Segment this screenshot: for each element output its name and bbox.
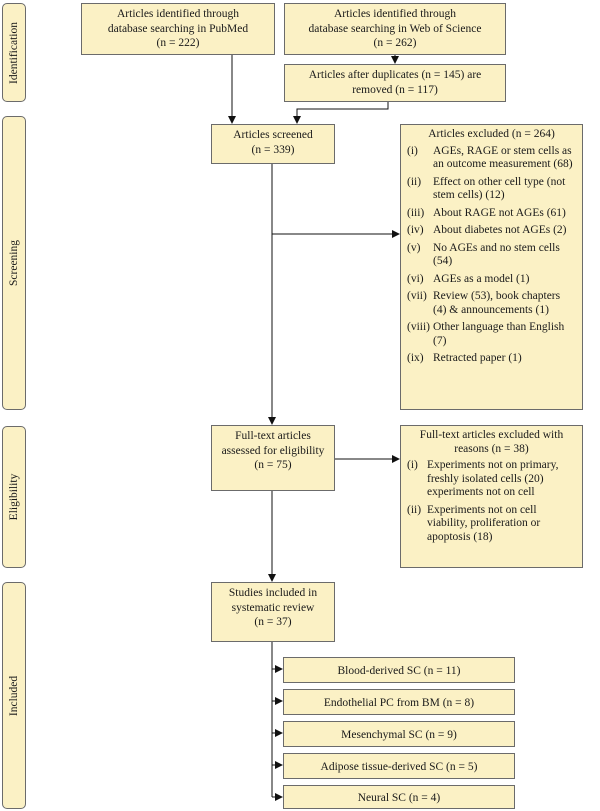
- fulltext-excluded-list: (i) Experiments not on primary, freshly i…: [407, 459, 576, 544]
- phase-label-screening: Screening: [2, 116, 26, 410]
- excluded-reason-number: (ii): [407, 503, 422, 516]
- excluded-reason-number: (v): [407, 241, 421, 254]
- excluded-reason-item: (viii)Other language than English (7): [407, 321, 576, 348]
- phase-label-included: Included: [2, 582, 26, 809]
- excluded-reason-item: (v) No AGEs and no stem cells (54): [407, 242, 576, 269]
- excluded-reason-text: About RAGE not AGEs (61): [433, 206, 566, 219]
- duplicates-removed-box: Articles after duplicates (n = 145) are …: [284, 64, 506, 102]
- excluded-reason-number: (iii): [407, 206, 425, 219]
- category-mesenchymal-sc: Mesenchymal SC (n = 9): [283, 721, 515, 747]
- excluded-reason-item: (i) AGEs, RAGE or stem cells as an outcom…: [407, 145, 576, 172]
- excluded-reason-item: (vii) Review (53), book chapters (4) & an…: [407, 290, 576, 317]
- excluded-reason-number: (i): [407, 144, 418, 157]
- excluded-reason-number: (i): [407, 459, 418, 471]
- excluded-reason-item: (iv) About diabetes not AGEs (2): [407, 224, 576, 238]
- excluded-reason-text: Experiments not on primary, freshly isol…: [427, 459, 559, 498]
- excluded-reason-item: (ii) Experiments not on cell viability, p…: [407, 504, 576, 545]
- excluded-reason-text: Retracted paper (1): [433, 352, 522, 364]
- excluded-reason-number: (ii): [407, 175, 422, 188]
- excluded-reason-text: Review (53), book chapters (4) & announc…: [433, 290, 561, 316]
- phase-label-identification: Identification: [2, 3, 26, 102]
- excluded-reason-item: (ix) Retracted paper (1): [407, 352, 576, 366]
- excluded-reason-text: About diabetes not AGEs (2): [433, 224, 567, 236]
- articles-excluded-box: Articles excluded (n = 264) (i) AGEs, RAG…: [400, 124, 583, 410]
- excluded-reason-number: (vi): [407, 272, 424, 285]
- excluded-reason-item: (ii) Effect on other cell type (not stem …: [407, 176, 576, 203]
- excluded-reason-item: (vi) AGEs as a model (1): [407, 273, 576, 287]
- fulltext-excluded-header: Full-text articles excluded with reasons…: [419, 429, 564, 455]
- excluded-reason-item: (i) Experiments not on primary, freshly i…: [407, 459, 576, 500]
- excluded-reason-number: (vii): [407, 290, 427, 302]
- category-endothelial-pc: Endothelial PC from BM (n = 8): [283, 689, 515, 715]
- excluded-reason-text: No AGEs and no stem cells (54): [433, 241, 560, 268]
- articles-screened-box: Articles screened (n = 339): [211, 124, 335, 164]
- excluded-reason-number: (ix): [407, 352, 424, 364]
- web-of-science-box: Articles identified through database sea…: [284, 3, 506, 55]
- excluded-reason-text: Experiments not on cell viability, proli…: [427, 503, 541, 543]
- phase-label-eligibility: Eligibility: [2, 426, 26, 568]
- excluded-reason-text: Effect on other cell type (not stem cell…: [433, 175, 566, 202]
- excluded-reason-number: (iv): [407, 224, 424, 236]
- excluded-reason-item: (iii) About RAGE not AGEs (61): [407, 207, 576, 221]
- category-neural-sc: Neural SC (n = 4): [283, 785, 515, 809]
- excluded-reason-text: AGEs, RAGE or stem cells as an outcome m…: [433, 144, 573, 171]
- fulltext-excluded-box: Full-text articles excluded with reasons…: [400, 425, 583, 568]
- excluded-reason-text: Other language than English (7): [433, 321, 565, 347]
- category-blood-derived-sc: Blood-derived SC (n = 11): [283, 657, 515, 683]
- category-adipose-derived-sc: Adipose tissue-derived SC (n = 5): [283, 753, 515, 779]
- pubmed-box: Articles identified through database sea…: [81, 3, 275, 55]
- excluded-reason-text: AGEs as a model (1): [433, 272, 530, 285]
- excluded-reason-number: (viii): [407, 321, 430, 333]
- arrow-duplicates-to-screened: [293, 102, 389, 124]
- articles-excluded-list: (i) AGEs, RAGE or stem cells as an outcom…: [407, 145, 576, 366]
- fulltext-assessed-box: Full-text articles assessed for eligibil…: [211, 425, 335, 491]
- studies-included-box: Studies included in systematic review (n…: [211, 582, 335, 642]
- articles-excluded-header: Articles excluded (n = 264): [428, 128, 555, 140]
